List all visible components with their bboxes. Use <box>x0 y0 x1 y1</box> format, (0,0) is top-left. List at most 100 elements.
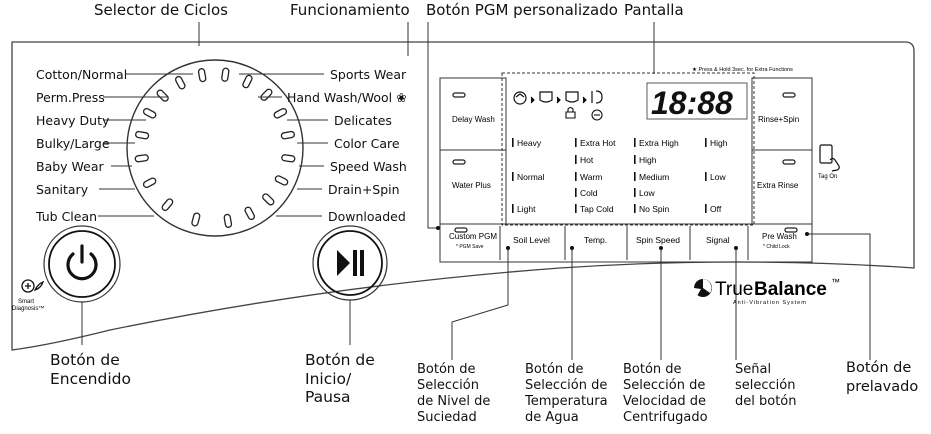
dial-tick <box>135 130 150 140</box>
pgm-save-note: * PGM Save <box>456 244 484 250</box>
display-label: Pantalla <box>624 1 684 19</box>
dial-tick <box>197 68 207 83</box>
dial-tick <box>223 213 233 228</box>
power-button[interactable] <box>43 225 121 303</box>
soil-level-indicator <box>512 204 514 213</box>
dial-tick <box>281 154 296 163</box>
spin-speed-option: Low <box>639 188 655 198</box>
cycle-progress-icons <box>513 90 603 105</box>
dial-tick <box>142 177 157 189</box>
temp-option: Warm <box>580 172 602 182</box>
cycle-bulky-large[interactable]: Bulky/Large <box>36 136 110 151</box>
custom-pgm-label: Botón PGM personalizado <box>426 1 618 19</box>
custom-pgm-button[interactable]: Custom PGM <box>449 232 497 241</box>
button-indicator-ovals <box>452 92 798 233</box>
temp-button[interactable]: Temp. <box>584 235 607 245</box>
diagnosis-label: Diagnosis™ <box>12 305 44 312</box>
spin-speed-option: No Spin <box>639 204 670 214</box>
signal-button[interactable]: Signal <box>706 235 730 245</box>
temp-option: Hot <box>580 155 594 165</box>
temp-option: Cold <box>580 188 598 198</box>
dial-tick <box>156 89 169 102</box>
dial-tick <box>262 193 275 206</box>
temp-indicator <box>575 138 577 147</box>
cycle-selector-dial[interactable] <box>126 59 304 237</box>
soil-level-indicator <box>512 172 514 181</box>
extra-functions-note: ★ Press & Hold 3sec. for Extra Functions <box>692 66 793 73</box>
bottom-button-dividers <box>499 226 749 260</box>
truebalance-logo-icon <box>693 279 712 297</box>
cycle-hand-wash-wool[interactable]: Hand Wash/Wool ❀ <box>287 90 407 105</box>
dial-tick <box>274 175 289 186</box>
spin-speed-indicator <box>634 204 636 213</box>
brand-tm: ™ <box>831 277 840 287</box>
delay-wash-button[interactable]: Delay Wash <box>452 115 495 124</box>
digit-display: 18:88 <box>651 85 733 121</box>
dial-tick <box>161 198 174 212</box>
dial-tick-group <box>134 67 296 228</box>
callout-leaders-left <box>81 300 351 345</box>
signal-option: Low <box>710 172 726 182</box>
cycle-perm-press[interactable]: Perm.Press <box>36 90 105 105</box>
brand-balance: Balance <box>754 279 827 300</box>
wool-icon: ❀ <box>396 90 407 105</box>
extra-rinse-button[interactable]: Extra Rinse <box>757 181 799 190</box>
signal-indicator <box>705 172 707 181</box>
cycle-drain-spin[interactable]: Drain+Spin <box>328 182 400 197</box>
cycle-delicates[interactable]: Delicates <box>334 113 392 128</box>
cycle-downloaded[interactable]: Downloaded <box>328 209 406 224</box>
signal-indicator <box>705 138 707 147</box>
dial-tick <box>260 88 273 101</box>
dial-tick <box>142 107 157 119</box>
spin-speed-indicator <box>634 138 636 147</box>
cycle-heavy-duty[interactable]: Heavy Duty <box>36 113 110 128</box>
cycle-sports-wear[interactable]: Sports Wear <box>330 67 407 82</box>
spin-speed-option: Extra High <box>639 138 679 148</box>
display-area <box>501 72 755 226</box>
temp-option: Extra Hot <box>580 138 616 148</box>
water-plus-button[interactable]: Water Plus <box>452 181 491 190</box>
dial-tick <box>191 212 201 227</box>
start-pause-button[interactable] <box>312 225 388 301</box>
panel-outline <box>11 41 915 351</box>
cycle-speed-wash[interactable]: Speed Wash <box>330 159 407 174</box>
spin-speed-indicator <box>634 155 636 164</box>
dial-tick <box>242 74 253 89</box>
cycle-tub-clean[interactable]: Tub Clean <box>36 209 98 224</box>
play-pause-icon <box>337 250 350 276</box>
signal-indicator <box>705 204 707 213</box>
dial-tick <box>244 206 256 221</box>
cycle-color-care[interactable]: Color Care <box>334 136 400 151</box>
smart-diagnosis-icon <box>21 279 45 293</box>
spin-speed-indicator <box>634 172 636 181</box>
dial-tick <box>273 107 288 119</box>
cycle-sanitary[interactable]: Sanitary <box>36 182 89 197</box>
cycle-baby-wear[interactable]: Baby Wear <box>36 159 104 174</box>
signal-option: Off <box>710 204 722 214</box>
power-icon <box>66 252 98 281</box>
spin-speed-option: High <box>639 155 657 165</box>
signal-option: High <box>710 138 728 148</box>
temp-indicator <box>575 204 577 213</box>
cycle-leader-group <box>98 73 328 217</box>
rinse-spin-button[interactable]: Rinse+Spin <box>758 115 799 124</box>
dial-tick <box>280 130 295 140</box>
temp-indicator <box>575 188 577 197</box>
spin-speed-button[interactable]: Spin Speed <box>636 235 680 245</box>
lock-and-steam-icons <box>565 106 603 121</box>
cycle-cotton-normal[interactable]: Cotton/Normal <box>36 67 128 82</box>
soil-level-button[interactable]: Soil Level <box>513 235 550 245</box>
tag-on-icon <box>819 144 840 172</box>
pre-wash-button[interactable]: Pre Wash <box>762 232 797 241</box>
brand-true: True <box>715 279 753 300</box>
